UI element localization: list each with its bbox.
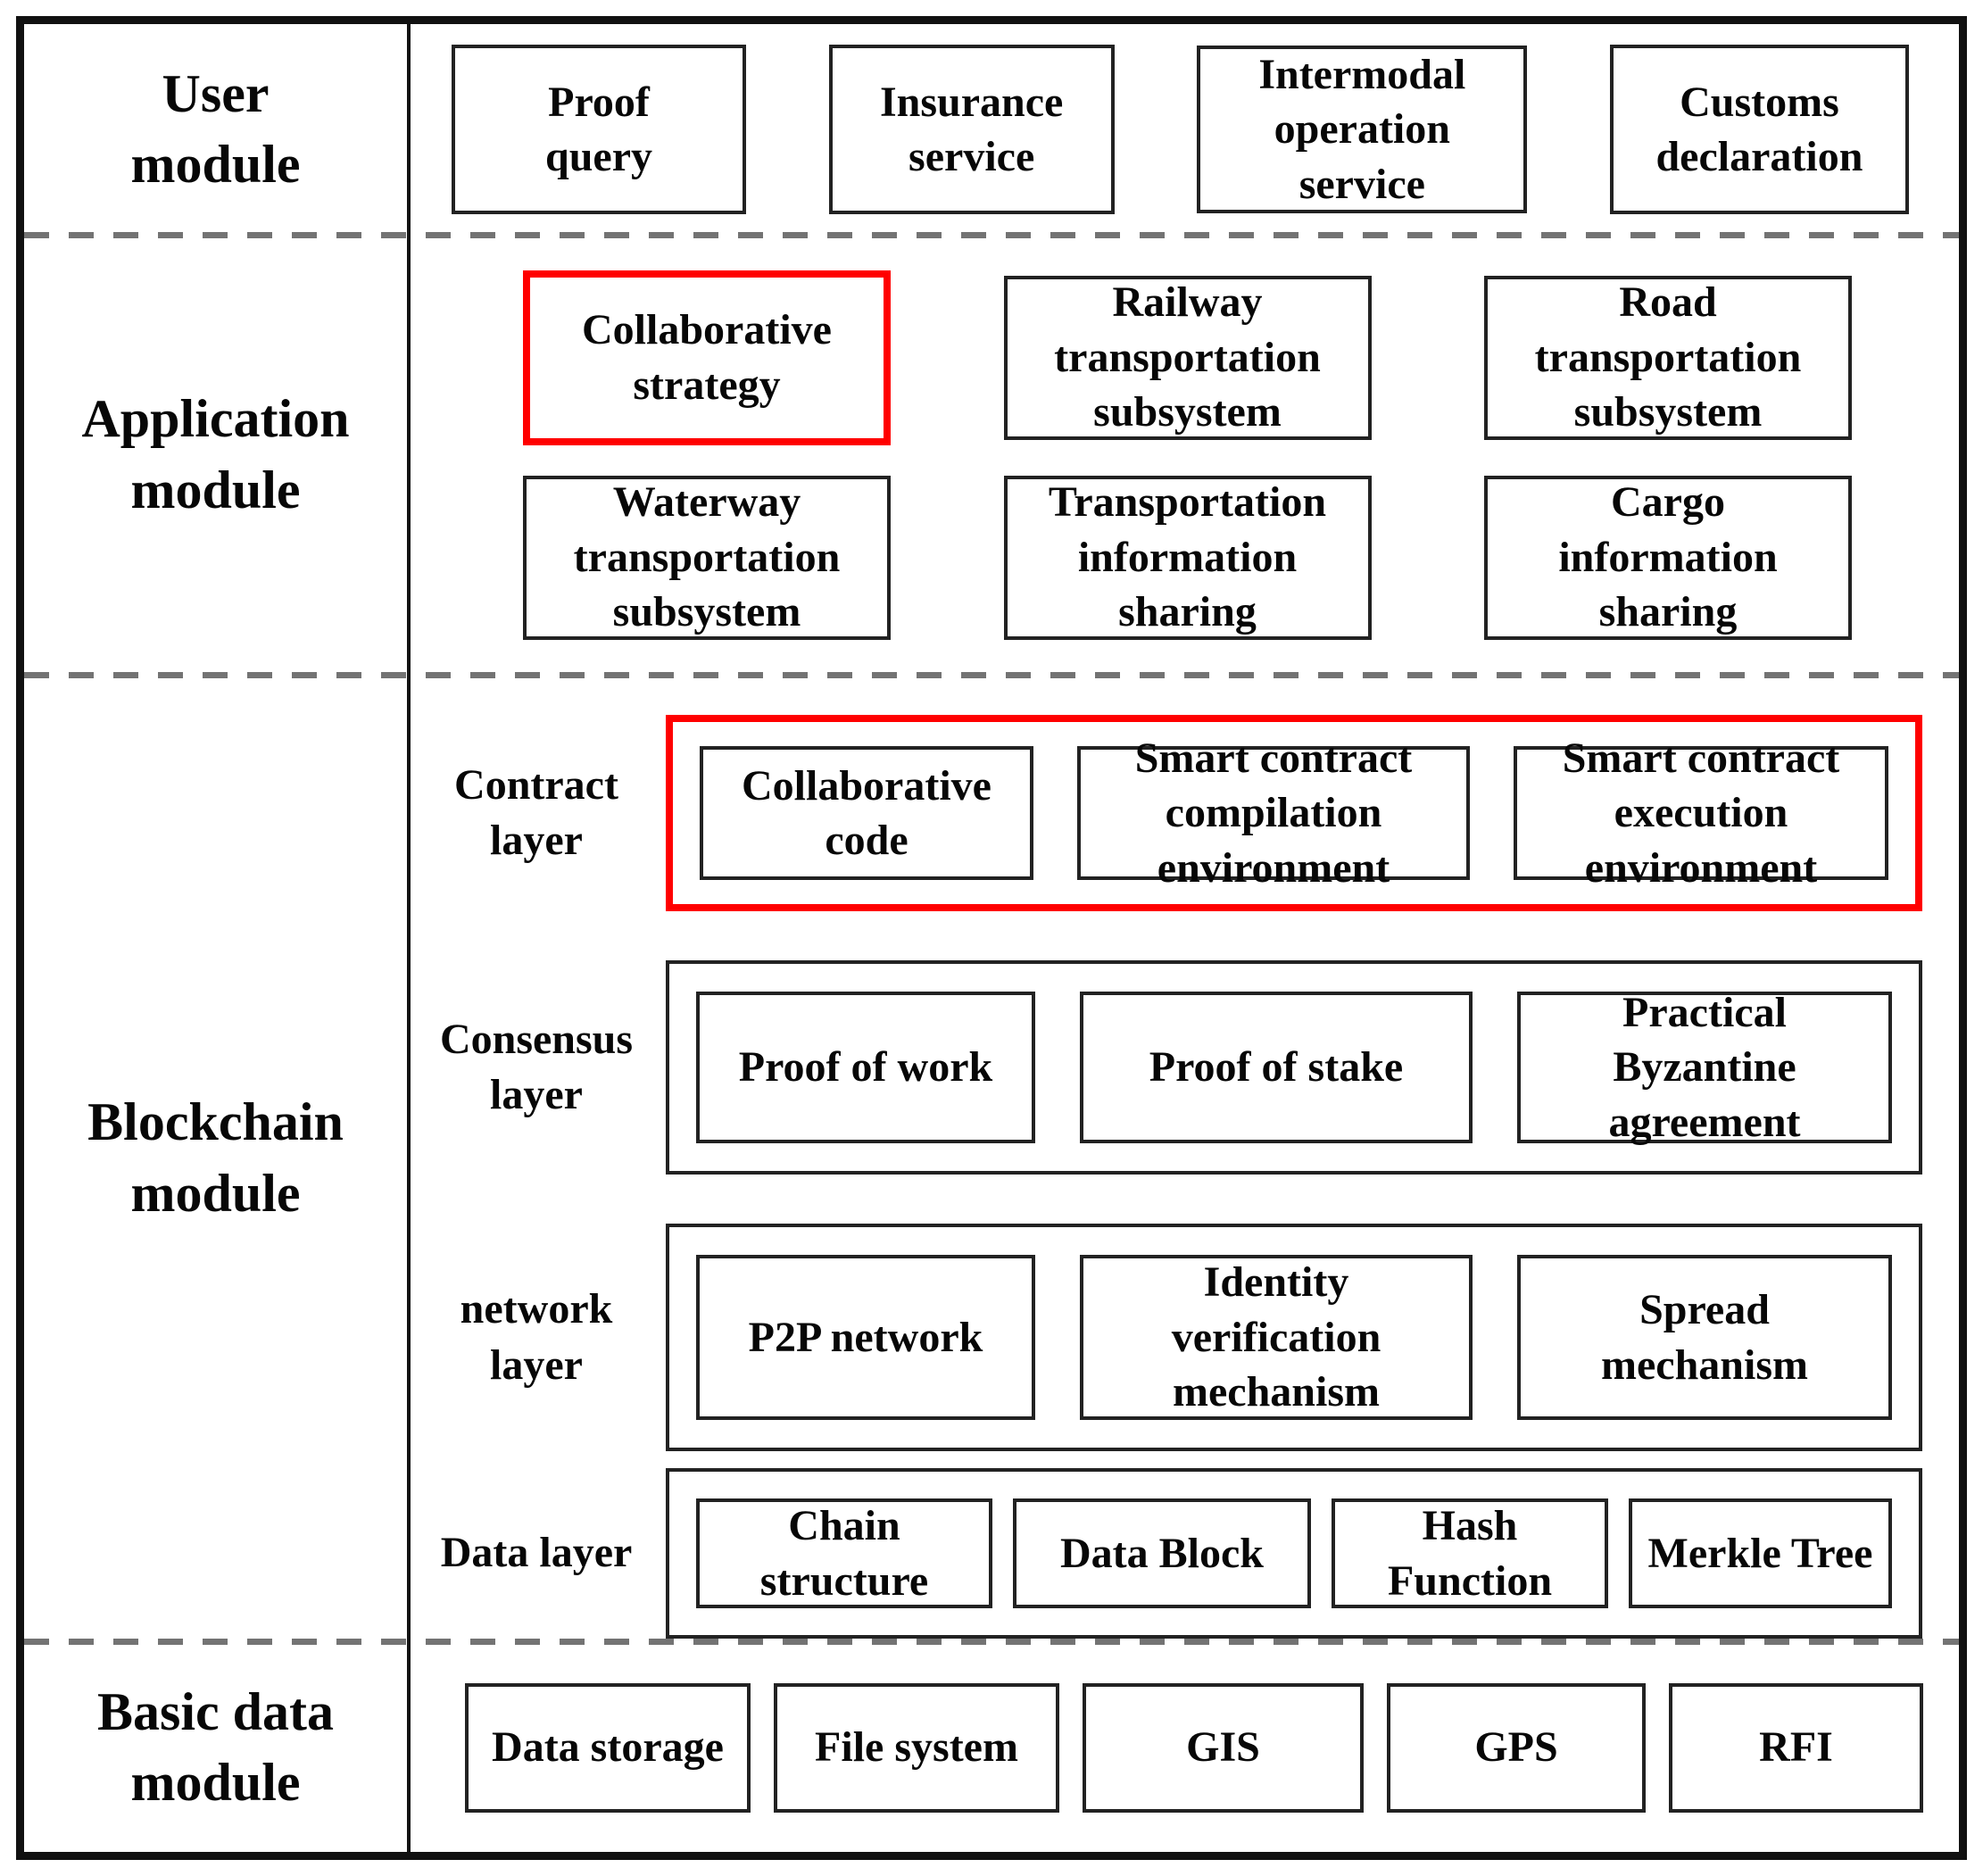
box-customs-declaration: Customs declaration [1609,45,1909,214]
separator-user-application [24,232,1959,238]
application-module-label: Application module [81,389,350,519]
user-module-row: User module Proof query Insurance servic… [24,24,1959,235]
box-road-transportation-subsystem: Road transportation subsystem [1484,275,1852,440]
box-collaborative-code: Collaborative code [700,746,1033,880]
data-layer: Data layer Chain structure Data Block Ha… [407,1468,1922,1639]
box-chain-structure: Chain structure [696,1498,992,1608]
box-insurance-service: Insurance service [828,45,1115,214]
box-hash-function: Hash Function [1332,1498,1608,1608]
box-identity-verification-mechanism: Identity verification mechanism [1080,1255,1473,1420]
box-smart-contract-execution-environment: Smart contract execution environment [1514,735,1888,892]
box-transportation-information-sharing: Transportation information sharing [1003,475,1372,640]
data-layer-label: Data layer [440,1529,633,1577]
box-data-storage: Data storage [465,1682,751,1813]
application-row-1: Collaborative strategy Railway transport… [523,270,1852,445]
module-column-divider [407,24,411,1852]
box-cargo-information-sharing: Cargo information sharing [1484,475,1852,640]
container-contract-layer: Collaborative code Smart contract compil… [666,715,1922,911]
box-practical-byzantine-agreement: Practical Byzantine agreement [1517,989,1892,1146]
container-network-layer: P2P network Identity verification mechan… [666,1224,1922,1451]
blockchain-module-row: Blockchain module Contract layer Collabo… [24,675,1959,1641]
network-layer: network layer P2P network Identity verif… [407,1224,1922,1451]
box-p2p-network: P2P network [696,1255,1035,1420]
box-proof-query: Proof query [452,45,746,214]
blockchain-module-label: Blockchain module [87,1092,344,1223]
separator-blockchain-basicdata [24,1639,1959,1645]
basic-data-module-row: Basic data module Data storage File syst… [24,1641,1959,1854]
box-proof-of-work: Proof of work [696,992,1035,1143]
application-row-2: Waterway transportation subsystem Transp… [523,475,1852,640]
contract-layer-label: Contract layer [454,760,618,864]
application-module-row: Application module Collaborative strateg… [24,235,1959,675]
separator-application-blockchain [24,672,1959,678]
box-waterway-transportation-subsystem: Waterway transportation subsystem [523,475,891,640]
blockchain-module-content: Contract layer Collaborative code Smart … [407,675,1959,1641]
box-gps: GPS [1387,1682,1646,1813]
box-proof-of-stake: Proof of stake [1080,992,1473,1143]
box-collaborative-strategy: Collaborative strategy [523,270,891,445]
container-data-layer: Chain structure Data Block Hash Function… [666,1468,1922,1639]
box-spread-mechanism: Spread mechanism [1517,1255,1892,1420]
consensus-layer: Consensus layer Proof of work Proof of s… [407,960,1922,1175]
basic-data-module-content: Data storage File system GIS GPS RFI [407,1641,1959,1854]
box-railway-transportation-subsystem: Railway transportation subsystem [1003,275,1372,440]
container-consensus-layer: Proof of work Proof of stake Practical B… [666,960,1922,1175]
application-module-content: Collaborative strategy Railway transport… [407,235,1959,675]
consensus-layer-label: Consensus layer [439,1015,634,1118]
box-merkle-tree: Merkle Tree [1629,1498,1892,1608]
box-gis: GIS [1083,1682,1364,1813]
user-module-content: Proof query Insurance service Intermodal… [407,24,1959,235]
box-smart-contract-compilation-environment: Smart contract compilation environment [1077,735,1470,892]
basic-data-module-label: Basic data module [96,1681,335,1812]
user-module-label: User module [130,63,301,194]
box-intermodal-operation-service: Intermodal operation service [1197,46,1528,213]
network-layer-label: network layer [460,1285,613,1389]
box-data-block: Data Block [1013,1498,1311,1608]
box-file-system: File system [774,1682,1059,1813]
contract-layer: Contract layer Collaborative code Smart … [407,715,1922,911]
diagram-frame: User module Proof query Insurance servic… [16,16,1967,1860]
box-rfi: RFI [1669,1682,1923,1813]
